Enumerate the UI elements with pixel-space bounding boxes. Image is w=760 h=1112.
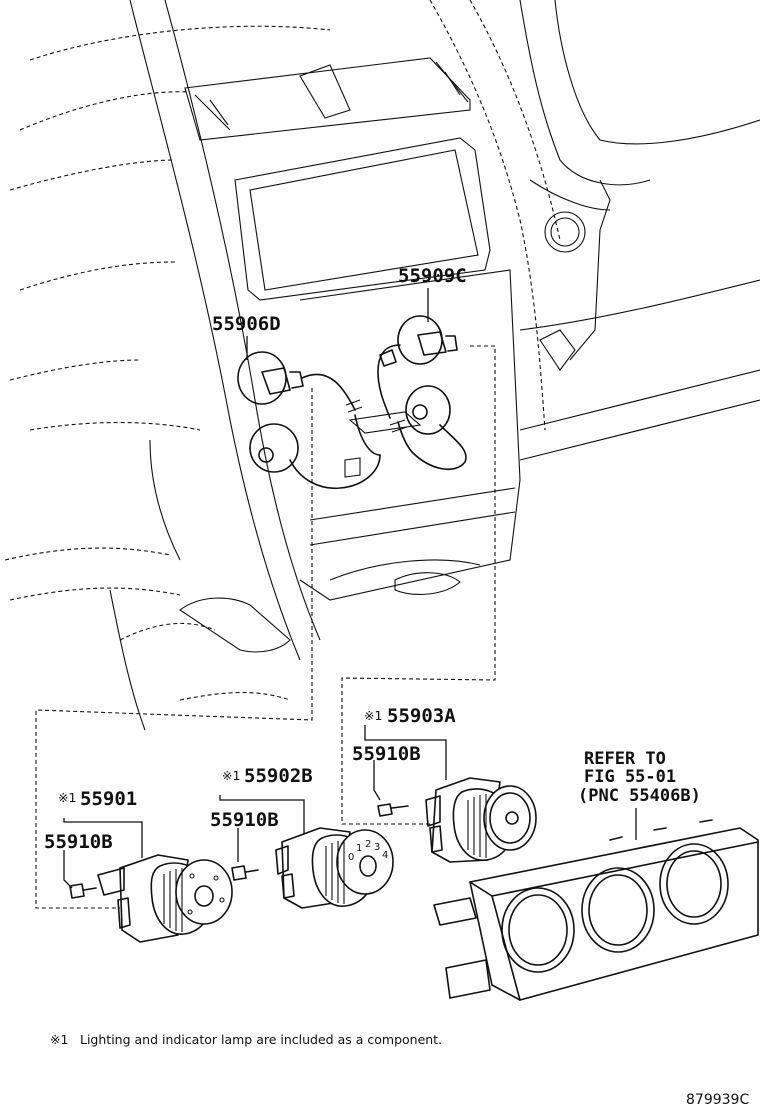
refer-line-3: (PNC 55406B) [578,786,701,806]
wire-harness [237,315,467,490]
dashboard-outline [4,0,760,731]
switch-55902B [275,827,394,909]
footnote-mark: ※1 [50,1032,68,1047]
refer-line-1: REFER TO [584,749,666,769]
screw-55910B-c [69,883,97,899]
dial-digit-1: 1 [356,843,362,854]
label-55901: 55901 [80,788,137,810]
control-panel [433,819,759,1001]
dial-digit-0: 0 [348,852,354,863]
switch-55903A [425,777,537,863]
dial-digit-2: 2 [365,839,371,850]
switch-55901 [97,854,233,943]
component-mark-55902B: ※1 [222,768,240,783]
refer-line-2: FIG 55-01 [584,767,676,787]
label-55910B-55902B: 55910B [210,809,279,831]
label-55906D: 55906D [212,313,281,335]
dial-digit-3: 3 [374,842,380,853]
label-55910B-55901: 55910B [44,831,113,853]
label-55910B-55903A: 55910B [352,743,421,765]
screw-55910B-b [231,865,259,881]
figure-number: 879939C [686,1092,749,1108]
label-55902B: 55902B [244,765,313,787]
component-mark-55903A: ※1 [364,708,382,723]
connection-lines [35,345,496,909]
label-55903A: 55903A [387,705,456,727]
screw-55910B-a [377,803,409,817]
leader-lines [63,288,637,889]
footnote-text: Lighting and indicator lamp are included… [80,1032,442,1047]
dial-digit-4: 4 [382,850,388,861]
label-55909C: 55909C [398,265,467,287]
component-mark-55901: ※1 [58,790,76,805]
